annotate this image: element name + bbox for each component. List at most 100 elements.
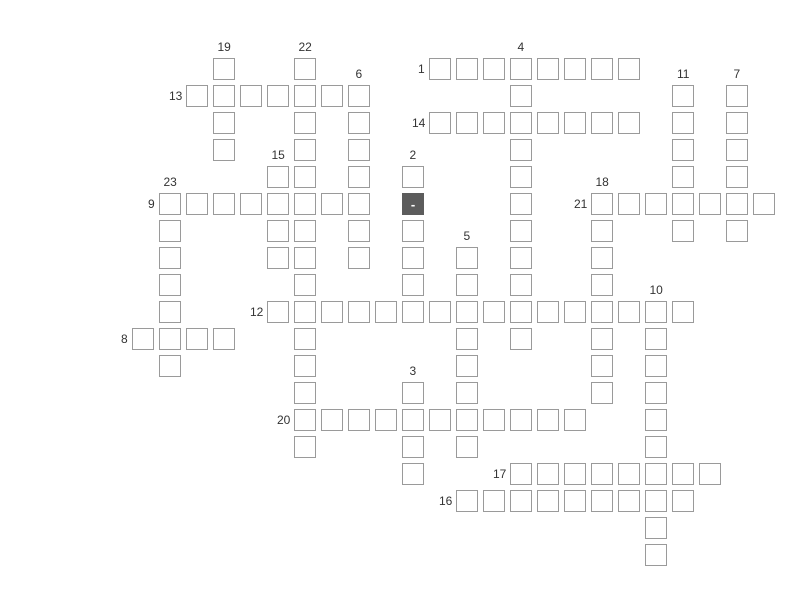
crossword-cell[interactable] <box>591 328 613 350</box>
crossword-cell[interactable] <box>348 301 370 323</box>
crossword-cell[interactable] <box>564 490 586 512</box>
crossword-cell[interactable] <box>510 85 532 107</box>
crossword-cell[interactable] <box>267 166 289 188</box>
crossword-cell[interactable] <box>402 463 424 485</box>
crossword-cell[interactable] <box>510 274 532 296</box>
crossword-cell[interactable] <box>672 490 694 512</box>
crossword-cell[interactable] <box>591 274 613 296</box>
crossword-cell[interactable] <box>213 58 235 80</box>
crossword-cell[interactable] <box>591 490 613 512</box>
crossword-cell[interactable] <box>483 409 505 431</box>
crossword-cell[interactable] <box>240 193 262 215</box>
crossword-cell[interactable] <box>591 193 613 215</box>
crossword-cell[interactable] <box>564 409 586 431</box>
crossword-cell[interactable] <box>537 301 559 323</box>
crossword-cell[interactable] <box>348 193 370 215</box>
crossword-cell[interactable] <box>726 193 748 215</box>
crossword-cell[interactable] <box>348 139 370 161</box>
crossword-cell[interactable] <box>537 490 559 512</box>
crossword-cell[interactable] <box>294 301 316 323</box>
crossword-cell[interactable] <box>294 139 316 161</box>
crossword-cell[interactable] <box>456 409 478 431</box>
crossword-cell[interactable] <box>645 355 667 377</box>
crossword-cell[interactable] <box>294 220 316 242</box>
crossword-cell[interactable] <box>672 85 694 107</box>
crossword-cell[interactable] <box>537 112 559 134</box>
crossword-cell[interactable] <box>726 85 748 107</box>
crossword-cell[interactable] <box>564 112 586 134</box>
crossword-cell[interactable] <box>456 490 478 512</box>
crossword-cell[interactable] <box>726 112 748 134</box>
crossword-cell[interactable] <box>213 85 235 107</box>
crossword-cell[interactable] <box>645 544 667 566</box>
crossword-cell[interactable] <box>348 85 370 107</box>
crossword-cell[interactable] <box>618 58 640 80</box>
crossword-cell[interactable] <box>645 301 667 323</box>
crossword-cell[interactable] <box>267 247 289 269</box>
crossword-cell[interactable] <box>402 274 424 296</box>
crossword-cell[interactable] <box>159 220 181 242</box>
crossword-cell[interactable] <box>213 328 235 350</box>
crossword-cell[interactable] <box>510 463 532 485</box>
crossword-cell[interactable] <box>294 436 316 458</box>
crossword-cell[interactable] <box>483 112 505 134</box>
crossword-cell[interactable] <box>429 301 451 323</box>
crossword-cell[interactable] <box>591 463 613 485</box>
crossword-cell[interactable] <box>591 355 613 377</box>
crossword-cell[interactable] <box>159 355 181 377</box>
crossword-cell[interactable] <box>402 247 424 269</box>
crossword-cell[interactable] <box>456 355 478 377</box>
filled-cell[interactable]: - <box>402 193 424 215</box>
crossword-cell[interactable] <box>267 301 289 323</box>
crossword-cell[interactable] <box>645 409 667 431</box>
crossword-cell[interactable] <box>402 382 424 404</box>
crossword-cell[interactable] <box>591 247 613 269</box>
crossword-cell[interactable] <box>294 382 316 404</box>
crossword-cell[interactable] <box>483 58 505 80</box>
crossword-cell[interactable] <box>510 301 532 323</box>
crossword-cell[interactable] <box>429 112 451 134</box>
crossword-cell[interactable] <box>294 166 316 188</box>
crossword-cell[interactable] <box>510 490 532 512</box>
crossword-cell[interactable] <box>375 301 397 323</box>
crossword-cell[interactable] <box>456 436 478 458</box>
crossword-cell[interactable] <box>591 112 613 134</box>
crossword-cell[interactable] <box>456 58 478 80</box>
crossword-cell[interactable] <box>321 409 343 431</box>
crossword-cell[interactable] <box>510 409 532 431</box>
crossword-cell[interactable] <box>591 58 613 80</box>
crossword-cell[interactable] <box>591 301 613 323</box>
crossword-cell[interactable] <box>483 490 505 512</box>
crossword-cell[interactable] <box>618 301 640 323</box>
crossword-cell[interactable] <box>267 85 289 107</box>
crossword-cell[interactable] <box>456 328 478 350</box>
crossword-cell[interactable] <box>564 463 586 485</box>
crossword-cell[interactable] <box>510 166 532 188</box>
crossword-cell[interactable] <box>321 85 343 107</box>
crossword-cell[interactable] <box>294 112 316 134</box>
crossword-cell[interactable] <box>591 382 613 404</box>
crossword-cell[interactable] <box>348 247 370 269</box>
crossword-cell[interactable] <box>672 193 694 215</box>
crossword-cell[interactable] <box>537 58 559 80</box>
crossword-cell[interactable] <box>672 301 694 323</box>
crossword-cell[interactable] <box>186 193 208 215</box>
crossword-cell[interactable] <box>753 193 775 215</box>
crossword-cell[interactable] <box>726 139 748 161</box>
crossword-cell[interactable] <box>402 166 424 188</box>
crossword-cell[interactable] <box>348 112 370 134</box>
crossword-cell[interactable] <box>240 85 262 107</box>
crossword-cell[interactable] <box>483 301 505 323</box>
crossword-cell[interactable] <box>348 409 370 431</box>
crossword-cell[interactable] <box>510 247 532 269</box>
crossword-cell[interactable] <box>699 463 721 485</box>
crossword-cell[interactable] <box>348 166 370 188</box>
crossword-cell[interactable] <box>645 517 667 539</box>
crossword-cell[interactable] <box>402 409 424 431</box>
crossword-cell[interactable] <box>645 382 667 404</box>
crossword-cell[interactable] <box>294 193 316 215</box>
crossword-cell[interactable] <box>672 220 694 242</box>
crossword-cell[interactable] <box>132 328 154 350</box>
crossword-cell[interactable] <box>645 436 667 458</box>
crossword-cell[interactable] <box>429 58 451 80</box>
